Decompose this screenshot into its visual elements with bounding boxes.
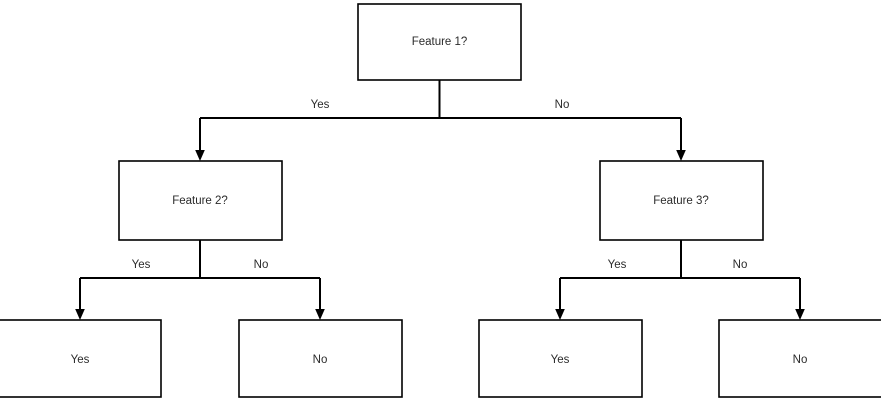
node-feature-2-box[interactable] — [118, 160, 283, 241]
node-feature-3[interactable]: Feature 3? — [599, 160, 764, 241]
node-leaf-yes-right-label: Yes — [551, 354, 570, 366]
node-leaf-yes-left-label: Yes — [71, 354, 90, 366]
node-feature-1[interactable]: Feature 1? — [357, 3, 522, 81]
arrow-head-right-to-leaf4 — [795, 309, 805, 320]
node-leaf-yes-right-box[interactable] — [478, 319, 643, 398]
edge-left-to-leaves — [75, 240, 325, 320]
arrow-head-right-to-leaf3 — [555, 309, 565, 320]
node-leaf-no-left-box[interactable] — [238, 319, 403, 398]
edge-label-left-no: No — [254, 259, 269, 271]
node-leaf-yes-right[interactable]: Yes — [478, 319, 643, 398]
node-feature-3-label: Feature 3? — [653, 195, 709, 207]
node-leaf-no-right-label: No — [793, 354, 808, 366]
node-leaf-no-left-label: No — [313, 354, 328, 366]
arrow-head-root-to-right — [676, 150, 686, 161]
arrow-head-left-to-leaf1 — [75, 309, 85, 320]
arrow-head-root-to-left — [195, 150, 205, 161]
arrow-head-left-to-leaf2 — [315, 309, 325, 320]
node-feature-1-box[interactable] — [357, 3, 522, 81]
edge-label-right-no: No — [733, 259, 748, 271]
node-leaf-no-right[interactable]: No — [718, 319, 881, 398]
edge-label-root-yes: Yes — [311, 99, 330, 111]
node-feature-1-label: Feature 1? — [412, 36, 468, 48]
node-leaf-yes-left[interactable]: Yes — [0, 319, 162, 398]
edge-right-to-leaves — [555, 240, 805, 320]
edge-label-right-yes: Yes — [608, 259, 627, 271]
edge-root-to-level1 — [195, 80, 686, 161]
node-leaf-yes-left-box[interactable] — [0, 319, 162, 398]
edge-label-left-yes: Yes — [132, 259, 151, 271]
node-feature-3-box[interactable] — [599, 160, 764, 241]
node-feature-2[interactable]: Feature 2? — [118, 160, 283, 241]
node-feature-2-label: Feature 2? — [172, 195, 228, 207]
node-leaf-no-right-box[interactable] — [718, 319, 881, 398]
node-leaf-no-left[interactable]: No — [238, 319, 403, 398]
edge-label-root-no: No — [555, 99, 570, 111]
